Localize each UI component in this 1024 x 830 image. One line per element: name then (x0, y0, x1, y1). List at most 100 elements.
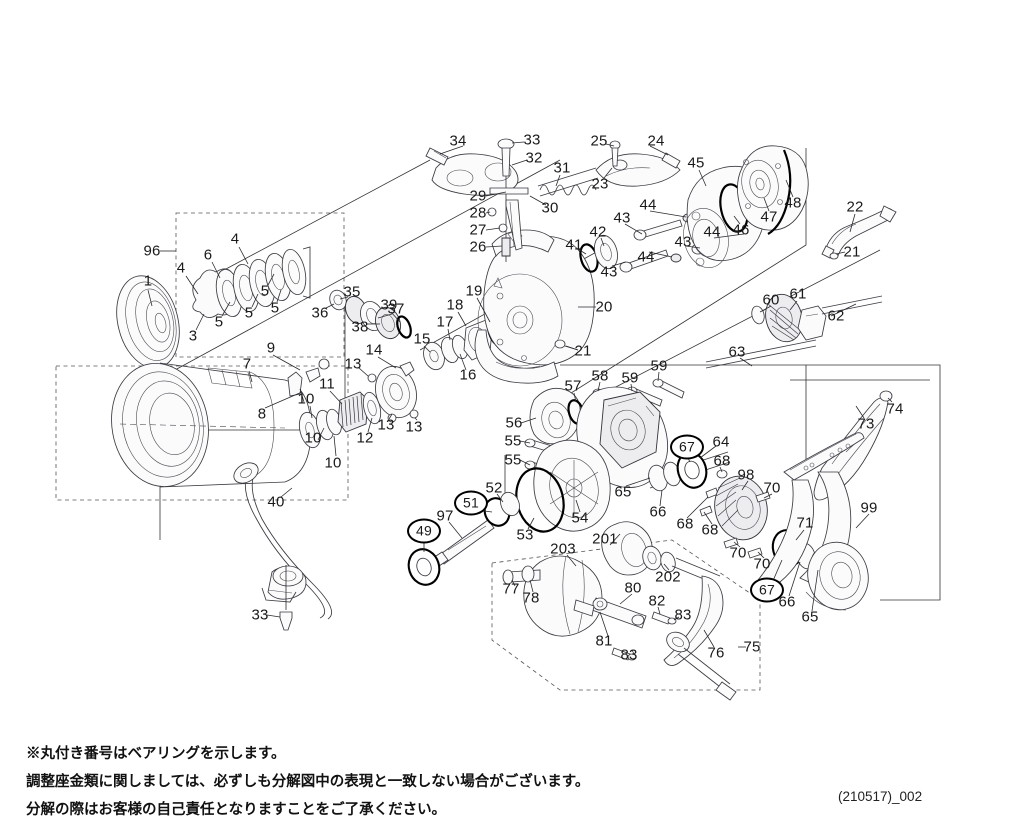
part-callout-68: 68 (676, 515, 694, 533)
drag-knob-and-arm (425, 138, 681, 262)
bearing-callout-67: 67 (750, 577, 784, 603)
part-callout-81: 81 (595, 632, 613, 650)
part-callout-43: 43 (613, 209, 631, 227)
part-callout-55: 55 (504, 432, 522, 450)
part-callout-66: 66 (649, 503, 667, 521)
part-callout-10: 10 (297, 390, 315, 408)
part-callout-6: 6 (203, 246, 213, 264)
part-callout-25: 25 (590, 132, 608, 150)
part-callout-1: 1 (143, 272, 153, 290)
part-callout-44: 44 (637, 248, 655, 266)
part-callout-38: 38 (351, 318, 369, 336)
part-callout-75: 75 (743, 638, 761, 656)
part-callout-80: 80 (624, 579, 642, 597)
document-id: (210517)_002 (838, 789, 923, 804)
part-callout-21: 21 (574, 342, 592, 360)
part-callout-3: 3 (188, 327, 198, 345)
gearbox-assembly (407, 378, 869, 611)
part-callout-5: 5 (214, 313, 224, 331)
bearing-callout-49: 49 (407, 518, 441, 544)
part-callout-99: 99 (860, 499, 878, 517)
part-callout-76: 76 (707, 644, 725, 662)
pinion-gear-stack (298, 289, 502, 449)
part-callout-65: 65 (614, 483, 632, 501)
part-callout-45: 45 (687, 154, 705, 172)
part-callout-15: 15 (413, 330, 431, 348)
footer-note-line-2: 調整座金類に関しましては、必ずしも分解図中の表現と一致しない場合がございます。 (26, 774, 590, 790)
part-callout-55: 55 (504, 451, 522, 469)
part-callout-59: 59 (621, 369, 639, 387)
part-callout-61: 61 (789, 285, 807, 303)
bail-wire-assembly (233, 462, 332, 631)
part-callout-54: 54 (571, 509, 589, 527)
part-callout-13: 13 (377, 416, 395, 434)
part-callout-203: 203 (550, 540, 576, 558)
bearing-callout-67: 67 (670, 434, 704, 460)
part-callout-73: 73 (857, 415, 875, 433)
part-callout-29: 29 (469, 187, 487, 205)
leader-lines (147, 141, 893, 655)
part-callout-34: 34 (449, 132, 467, 150)
part-callout-22: 22 (846, 198, 864, 216)
part-callout-21: 21 (843, 243, 861, 261)
part-callout-13: 13 (405, 418, 423, 436)
bearing-callout-51: 51 (454, 490, 488, 516)
part-callout-4: 4 (176, 259, 186, 277)
part-callout-23: 23 (591, 175, 609, 193)
part-callout-16: 16 (459, 366, 477, 384)
spool-assembly (111, 246, 330, 488)
bail-arm-cover (821, 205, 897, 260)
part-callout-35: 35 (343, 283, 361, 301)
part-callout-7: 7 (242, 355, 252, 373)
part-callout-30: 30 (541, 199, 559, 217)
part-callout-40: 40 (267, 493, 285, 511)
part-callout-48: 48 (784, 194, 802, 212)
part-callout-5: 5 (270, 299, 280, 317)
part-callout-44: 44 (703, 223, 721, 241)
part-callout-27: 27 (469, 221, 487, 239)
part-callout-11: 11 (319, 375, 335, 393)
part-callout-66: 66 (778, 593, 796, 611)
part-callout-8: 8 (257, 405, 267, 423)
part-callout-47: 47 (760, 208, 778, 226)
part-callout-28: 28 (469, 204, 487, 222)
part-callout-24: 24 (647, 132, 665, 150)
part-callout-36: 36 (311, 304, 329, 322)
part-callout-53: 53 (516, 526, 534, 544)
part-callout-5: 5 (260, 282, 270, 300)
part-callout-71: 71 (796, 514, 814, 532)
part-callout-41: 41 (565, 236, 583, 254)
rotor-assembly (579, 145, 809, 273)
part-callout-19: 19 (465, 282, 483, 300)
part-callout-78: 78 (522, 589, 540, 607)
part-callout-52: 52 (485, 479, 503, 497)
part-callout-43: 43 (674, 233, 692, 251)
part-callout-96: 96 (143, 242, 161, 260)
part-callout-43: 43 (600, 263, 618, 281)
part-callout-97: 97 (436, 507, 454, 525)
part-callout-10: 10 (304, 429, 322, 447)
footer-notes: ※丸付き番号はベアリングを示します。 調整座金類に関しましては、必ずしも分解図中… (26, 742, 726, 826)
part-callout-64: 64 (712, 433, 730, 451)
part-callout-63: 63 (728, 343, 746, 361)
part-callout-5: 5 (244, 304, 254, 322)
part-callout-62: 62 (827, 307, 845, 325)
handle-assembly (502, 521, 737, 701)
part-callout-70: 70 (753, 555, 771, 573)
footer-note-line-1: ※丸付き番号はベアリングを示します。 (26, 746, 286, 762)
part-callout-65: 65 (801, 608, 819, 626)
body-housing (474, 229, 595, 384)
part-callout-9: 9 (266, 339, 276, 357)
part-callout-26: 26 (469, 238, 487, 256)
part-callout-12: 12 (356, 429, 374, 447)
part-callout-58: 58 (591, 367, 609, 385)
part-callout-56: 56 (505, 414, 523, 432)
part-callout-57: 57 (564, 377, 582, 395)
part-callout-82: 82 (648, 592, 666, 610)
part-callout-39: 39 (380, 296, 398, 314)
part-callout-33: 33 (523, 131, 541, 149)
footer-note-line-3: 分解の際はお客様の自己責任となりますことをご了承ください。 (26, 802, 447, 818)
part-callout-14: 14 (365, 341, 383, 359)
